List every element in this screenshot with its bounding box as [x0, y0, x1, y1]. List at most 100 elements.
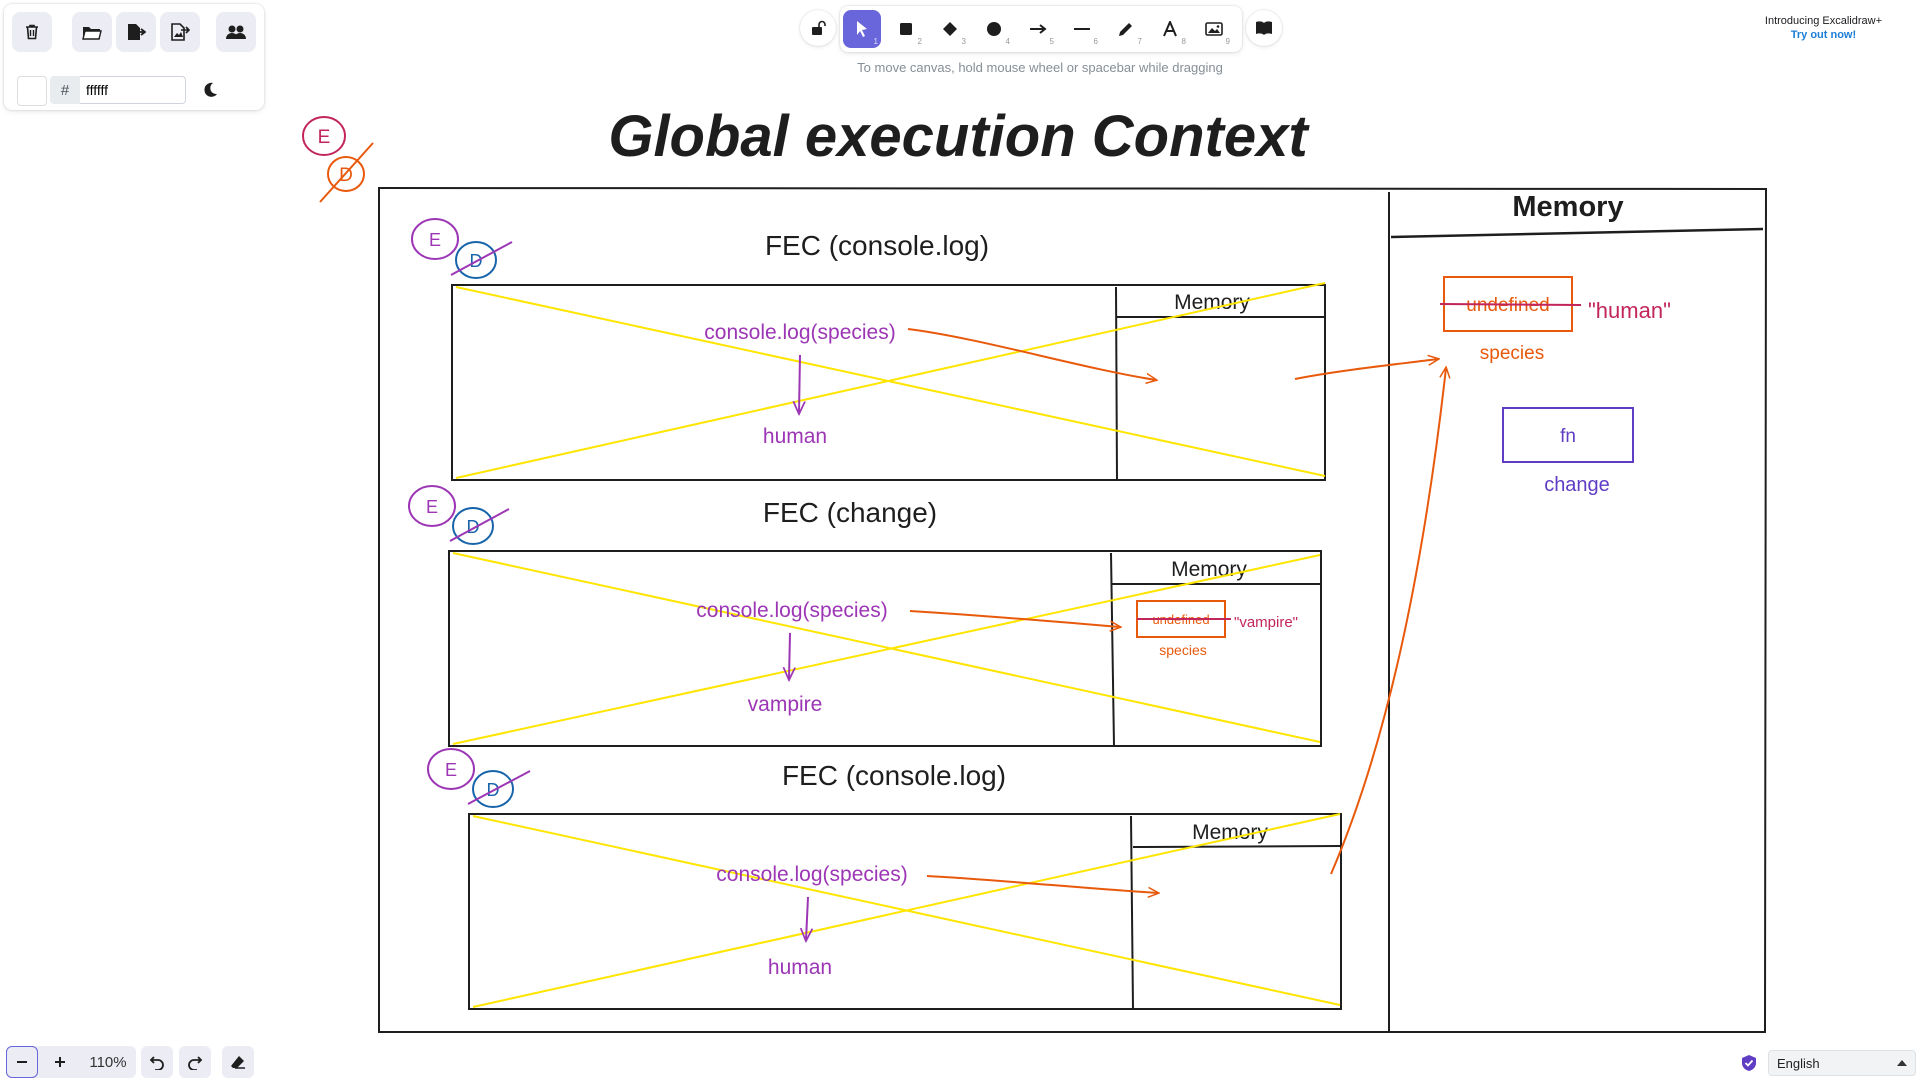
gec-frame	[378, 186, 1768, 1033]
plus-promo: Introducing Excalidraw+ Try out now!	[1765, 14, 1882, 42]
fec3-d-circle	[472, 770, 514, 808]
fec2-d-mark: D	[467, 517, 480, 537]
tool-rectangle[interactable]: 2	[887, 10, 925, 48]
arrow-icon	[1030, 24, 1047, 34]
fec2-divider	[1110, 552, 1115, 747]
promo-link[interactable]: Try out now!	[1790, 29, 1857, 41]
pointer-icon	[857, 21, 867, 37]
fec3-memory-label: Memory	[1192, 821, 1268, 844]
fec1-to-gec-arrow	[1294, 359, 1438, 380]
collab-users-icon	[226, 25, 246, 39]
fec3-e-mark: E	[445, 760, 457, 780]
fec1-title: FEC (console.log)	[765, 230, 989, 261]
tool-key-6: 6	[1093, 37, 1098, 46]
open-button[interactable]	[72, 12, 112, 52]
fec1-e-circle	[411, 218, 459, 260]
tool-line[interactable]: 6	[1063, 10, 1101, 48]
gec-memory-underline	[1390, 227, 1764, 239]
canvas-actions-panel: #	[4, 4, 264, 110]
redo-button[interactable]	[179, 1046, 211, 1078]
gec-d-strike	[319, 142, 374, 203]
tool-diamond[interactable]: 3	[931, 10, 969, 48]
shield-check-icon[interactable]	[1740, 1054, 1758, 1072]
tool-key-5: 5	[1049, 37, 1054, 46]
language-select[interactable]: English	[1768, 1050, 1916, 1076]
zoom-in-button[interactable]	[44, 1046, 76, 1078]
fec2-e-mark: E	[426, 497, 438, 517]
fec3-cross-b	[472, 813, 1341, 1008]
fec3-memory-underline	[1132, 845, 1342, 848]
canvas-hint: To move canvas, hold mouse wheel or spac…	[857, 60, 1223, 75]
plus-icon	[55, 1057, 65, 1067]
fec2-e-circle	[408, 485, 456, 527]
save-button[interactable]	[116, 12, 156, 52]
fec3-down-arrow	[806, 896, 808, 940]
lock-tool-button[interactable]	[800, 10, 836, 46]
gec-fn-box	[1502, 407, 1634, 463]
live-collaboration-button[interactable]	[216, 12, 256, 52]
fec2-result: vampire	[748, 693, 823, 716]
export-image-icon	[171, 23, 190, 41]
fec3-divider	[1130, 815, 1134, 1010]
zoom-out-button[interactable]	[6, 1046, 38, 1078]
tool-ellipse[interactable]: 4	[975, 10, 1013, 48]
background-color-swatch[interactable]	[17, 76, 47, 106]
fec3-d-strike	[467, 770, 531, 805]
tool-selection[interactable]: 1	[843, 10, 881, 48]
tool-key-4: 4	[1005, 37, 1010, 46]
pencil-icon	[1119, 23, 1132, 36]
folder-open-icon	[82, 27, 102, 40]
export-icon	[128, 24, 146, 40]
gec-d-circle	[327, 156, 365, 192]
clear-canvas-button[interactable]	[12, 12, 52, 52]
color-hash-label: #	[50, 76, 80, 104]
tool-key-9: 9	[1225, 37, 1230, 46]
gec-new-value: "human"	[1588, 298, 1671, 323]
fec3-e-circle	[427, 748, 475, 790]
fec2-d-strike	[449, 508, 510, 542]
unlock-icon	[812, 20, 826, 35]
minus-icon	[17, 1061, 27, 1063]
eraser-button[interactable]	[222, 1046, 254, 1078]
tool-text[interactable]: 8	[1151, 10, 1189, 48]
fec1-divider	[1115, 286, 1118, 481]
tool-key-8: 8	[1181, 37, 1186, 46]
zoom-reset-button[interactable]: 110%	[89, 1053, 127, 1071]
fec2-memory-label: Memory	[1171, 558, 1247, 581]
library-button[interactable]	[1246, 10, 1282, 46]
fec3-statement: console.log(species)	[716, 863, 907, 886]
gec-e-mark: E	[318, 127, 331, 148]
gec-fn-name: change	[1544, 474, 1610, 496]
ellipse-icon	[987, 22, 1001, 36]
undo-button[interactable]	[141, 1046, 173, 1078]
fec2-mem-new: "vampire"	[1234, 614, 1298, 631]
fec1-e-mark: E	[429, 230, 441, 250]
fec3-frame	[468, 813, 1342, 1010]
tool-image[interactable]: 9	[1195, 10, 1233, 48]
fec2-cross-b	[452, 554, 1321, 745]
gec-memory-label: Memory	[1512, 191, 1623, 223]
image-icon	[1205, 22, 1223, 36]
background-color-input[interactable]	[80, 76, 186, 104]
zoom-controls: 110%	[6, 1046, 136, 1078]
diamond-icon	[943, 22, 957, 36]
fec1-d-strike	[450, 241, 513, 276]
tool-draw[interactable]: 7	[1107, 10, 1145, 48]
shapes-toolbar: 1 2 3 4 5 6 7 8	[840, 6, 1242, 52]
fec1-result: human	[763, 425, 827, 448]
caret-up-icon	[1897, 1060, 1907, 1066]
tool-key-7: 7	[1137, 37, 1142, 46]
export-image-button[interactable]	[160, 12, 200, 52]
trash-icon	[26, 24, 38, 40]
promo-text: Introducing Excalidraw+	[1764, 15, 1882, 27]
gec-old-value: undefined	[1466, 295, 1549, 316]
fec3-title: FEC (console.log)	[782, 760, 1006, 791]
fec1-memory-label: Memory	[1174, 291, 1250, 314]
fec2-to-memory-arrow	[909, 610, 1120, 627]
tool-key-2: 2	[917, 37, 922, 46]
dark-mode-toggle[interactable]	[196, 76, 224, 104]
fec2-statement: console.log(species)	[696, 599, 887, 622]
tool-arrow[interactable]: 5	[1019, 10, 1057, 48]
